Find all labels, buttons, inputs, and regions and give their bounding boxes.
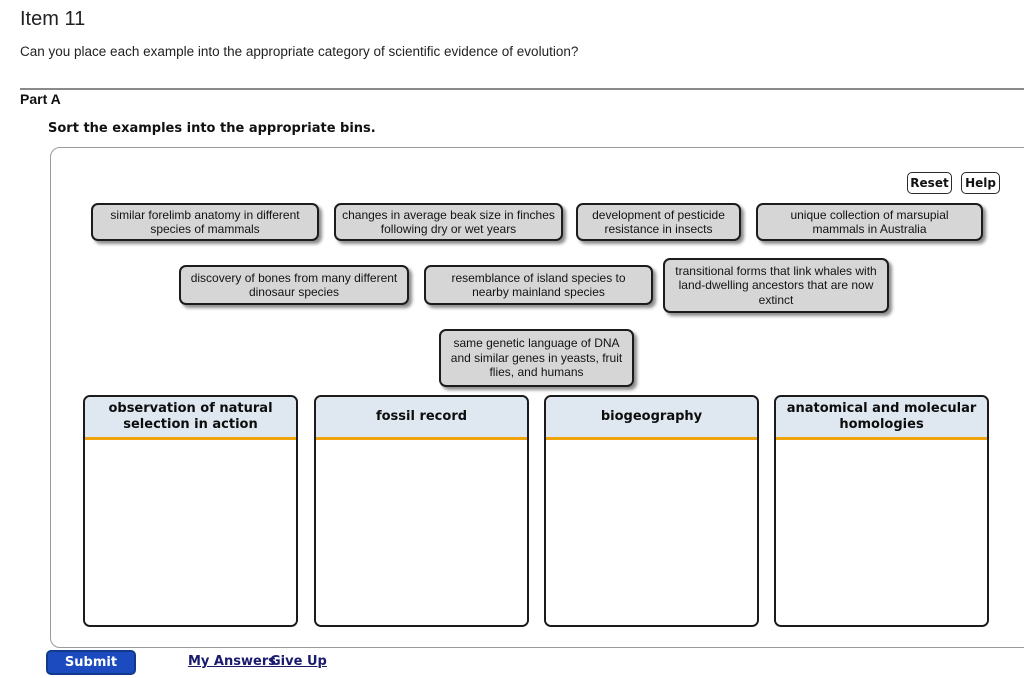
help-button[interactable]: Help bbox=[961, 172, 1000, 194]
item-title: Item 11 bbox=[20, 8, 86, 30]
chip-beak-size[interactable]: changes in average beak size in finches … bbox=[334, 203, 563, 241]
bin-natural-selection[interactable]: observation of natural selection in acti… bbox=[83, 395, 298, 627]
bin-fossil-record-dropzone[interactable] bbox=[316, 440, 527, 625]
bin-biogeography-dropzone[interactable] bbox=[546, 440, 757, 625]
bin-homologies-label: anatomical and molecular homologies bbox=[776, 397, 987, 440]
bin-fossil-record[interactable]: fossil record bbox=[314, 395, 529, 627]
chip-genetic-language[interactable]: same genetic language of DNA and similar… bbox=[439, 329, 634, 387]
section-divider bbox=[20, 88, 1024, 90]
bin-homologies-dropzone[interactable] bbox=[776, 440, 987, 625]
bin-fossil-record-label: fossil record bbox=[316, 397, 527, 440]
reset-button[interactable]: Reset bbox=[907, 172, 952, 194]
bin-natural-selection-dropzone[interactable] bbox=[85, 440, 296, 625]
chip-pesticide-resistance[interactable]: development of pesticide resistance in i… bbox=[576, 203, 741, 241]
sorting-instruction: Sort the examples into the appropriate b… bbox=[48, 121, 376, 136]
sorting-activity-area: Reset Help similar forelimb anatomy in d… bbox=[50, 147, 1024, 648]
bin-biogeography-label: biogeography bbox=[546, 397, 757, 440]
submit-button[interactable]: Submit bbox=[46, 650, 136, 675]
chip-marsupial-mammals[interactable]: unique collection of marsupial mammals i… bbox=[756, 203, 983, 241]
bin-natural-selection-label: observation of natural selection in acti… bbox=[85, 397, 296, 440]
chip-forelimb-anatomy[interactable]: similar forelimb anatomy in different sp… bbox=[91, 203, 319, 241]
my-answers-link[interactable]: My Answers bbox=[188, 654, 276, 669]
part-a-label: Part A bbox=[20, 91, 61, 107]
bin-homologies[interactable]: anatomical and molecular homologies bbox=[774, 395, 989, 627]
question-text: Can you place each example into the appr… bbox=[20, 44, 579, 59]
bin-biogeography[interactable]: biogeography bbox=[544, 395, 759, 627]
chip-dinosaur-bones[interactable]: discovery of bones from many different d… bbox=[179, 265, 409, 305]
give-up-link[interactable]: Give Up bbox=[270, 654, 327, 669]
chip-island-species[interactable]: resemblance of island species to nearby … bbox=[424, 265, 653, 305]
chip-whale-transitional-forms[interactable]: transitional forms that link whales with… bbox=[663, 258, 889, 313]
